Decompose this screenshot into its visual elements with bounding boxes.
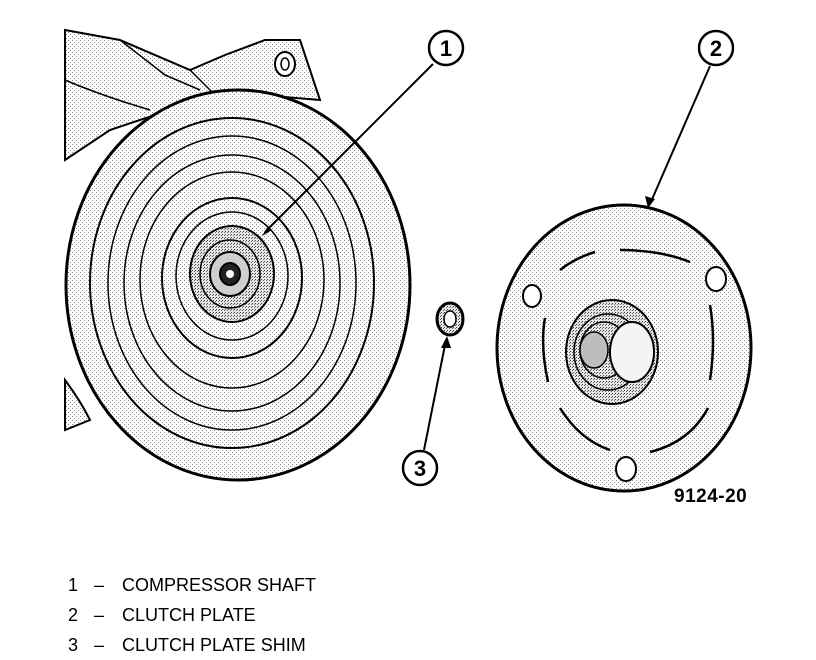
legend-label: CLUTCH PLATE bbox=[122, 604, 256, 625]
callout-3: 3 bbox=[401, 336, 451, 487]
callout-1: 1 bbox=[262, 29, 465, 236]
legend-item: 1 – COMPRESSOR SHAFT bbox=[68, 570, 316, 600]
legend-label: COMPRESSOR SHAFT bbox=[122, 574, 317, 595]
compressor-assembly bbox=[64, 28, 412, 482]
callout-2: 2 bbox=[645, 29, 735, 208]
figure-code: 9124-20 bbox=[674, 486, 748, 507]
legend: 1 – COMPRESSOR SHAFT 2 – CLUTCH PLATE 3 … bbox=[68, 570, 316, 660]
legend-item: 2 – CLUTCH PLATE bbox=[68, 600, 316, 630]
legend-number: 2 bbox=[68, 604, 79, 625]
clutch-plate-diagram: 1 2 3 bbox=[64, 28, 753, 493]
legend-number: 3 bbox=[68, 634, 79, 655]
clutch-plate-shim bbox=[435, 301, 465, 337]
legend-dash: – bbox=[94, 634, 105, 655]
callout-1-number: 1 bbox=[440, 36, 452, 61]
callout-2-number: 2 bbox=[710, 36, 722, 61]
legend-dash: – bbox=[94, 604, 105, 625]
callout-3-number: 3 bbox=[414, 456, 426, 481]
legend-item: 3 – CLUTCH PLATE SHIM bbox=[68, 630, 316, 660]
legend-dash: – bbox=[94, 574, 105, 595]
legend-label: CLUTCH PLATE SHIM bbox=[122, 634, 306, 655]
legend-number: 1 bbox=[68, 574, 79, 595]
clutch-plate bbox=[495, 203, 753, 493]
